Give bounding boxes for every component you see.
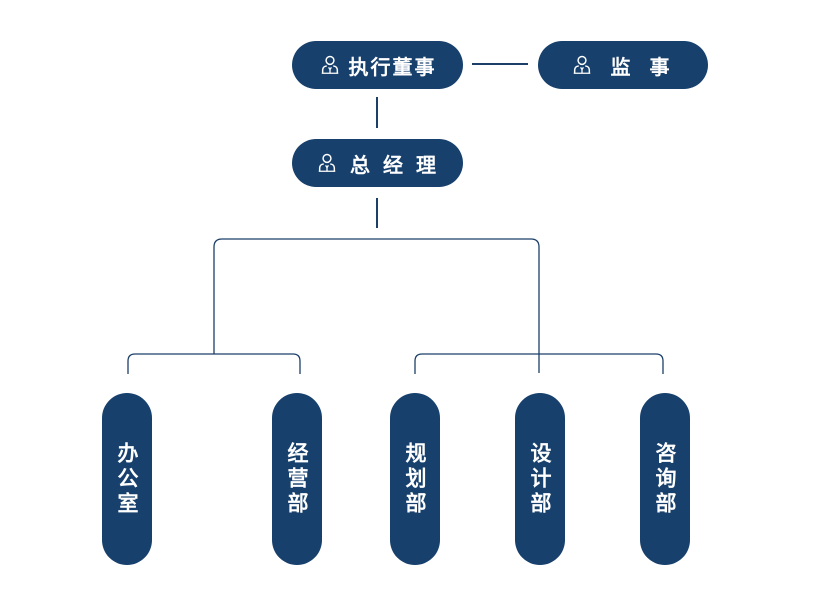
department-label: 设计部 — [528, 441, 552, 517]
general-manager-label: 总 经 理 — [350, 152, 439, 177]
person-icon — [573, 55, 590, 74]
department-label: 咨询部 — [653, 441, 677, 517]
department-office-node: 办公室 — [102, 393, 152, 565]
person-icon — [321, 55, 338, 74]
department-operations-node: 经营部 — [272, 393, 322, 565]
supervisor-node: 监 事 — [538, 41, 708, 89]
department-label: 经营部 — [285, 441, 309, 517]
department-consulting-node: 咨询部 — [640, 393, 690, 565]
department-label: 办公室 — [115, 441, 139, 517]
executive-director-node: 执行董事 — [292, 41, 463, 89]
connector-right-bracket — [414, 353, 664, 374]
supervisor-label: 监 事 — [610, 54, 676, 79]
executive-director-label: 执行董事 — [348, 54, 437, 79]
general-manager-node: 总 经 理 — [292, 139, 463, 187]
department-design-node: 设计部 — [515, 393, 565, 565]
person-icon — [318, 153, 336, 172]
connector-left-bracket — [127, 353, 301, 374]
department-label: 规划部 — [403, 441, 427, 517]
department-planning-node: 规划部 — [390, 393, 440, 565]
connector-main-bracket — [213, 238, 540, 373]
